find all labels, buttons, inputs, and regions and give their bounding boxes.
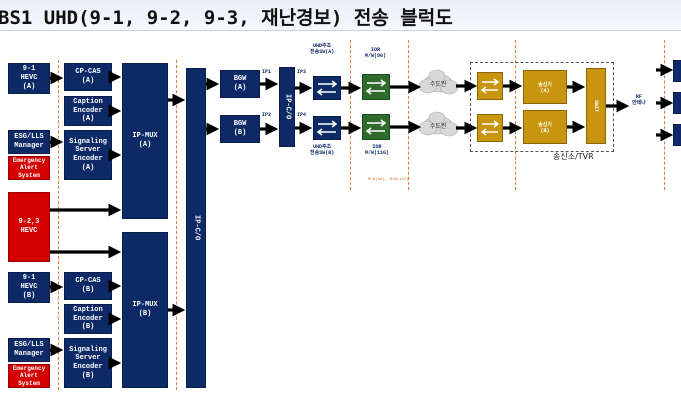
divider-4 (408, 40, 409, 190)
sw-a-label: UHD주조 전송SW(A) (310, 43, 335, 55)
rx-b-switch (477, 114, 503, 142)
bgw-b-block: BGW (B) (220, 115, 260, 143)
transmitter-a-block: 송신기 (A) (523, 70, 567, 104)
ipmux-b-block: IP-MUX (B) (122, 232, 168, 388)
divider-2 (176, 60, 177, 390)
right-edge-block-3 (673, 124, 681, 146)
ipco-left-block: IP-C/O (186, 68, 206, 388)
ior-b-label: IOR M/W(11G) (365, 144, 390, 156)
ip2-label: IP2 (262, 112, 272, 118)
cpcas-a-block: CP-CAS (A) (64, 63, 112, 91)
signaling-a-block: Signaling Server Encoder (A) (64, 130, 112, 180)
cloud-icon (418, 111, 459, 137)
signaling-b-block: Signaling Server Encoder (B) (64, 338, 112, 388)
ip4-label: IP4 (297, 112, 307, 118)
switch-arrows-icon (480, 78, 500, 94)
site-label: 송신소/TVR (553, 152, 594, 161)
ipco-right-label: IP-C/O (283, 94, 292, 120)
sw-b-block (313, 116, 341, 140)
divider-6 (664, 40, 665, 190)
combiner-block: SWIT (586, 68, 606, 144)
ior-a-label: IOR M/W(9G) (365, 47, 387, 59)
divider-5 (515, 40, 516, 190)
cloud-b-label: 수도권 (429, 122, 447, 130)
hevc-a-block: 9-1 HEVC (A) (8, 63, 50, 94)
eas-b-block: Emergency Alert System (8, 364, 50, 388)
switch-arrows-icon (365, 79, 387, 95)
esg-b-block: ESG/LLS Manager (8, 338, 50, 362)
caption-a-block: Caption Encoder (A) (64, 96, 112, 126)
ior-a-block (362, 74, 390, 100)
switch-arrows-icon (365, 119, 387, 135)
ip1-label: IP1 (262, 69, 272, 75)
switch-arrows-icon (316, 120, 338, 136)
rf-antenna-label: RF 안테나 (632, 94, 646, 106)
eas-a-block: Emergency Alert System (8, 156, 50, 180)
rx-a-switch (477, 72, 503, 100)
page-title: BS1 UHD(9-1, 9-2, 9-3, 재난경보) 전송 블럭도 (0, 7, 453, 29)
title-bar: BS1 UHD(9-1, 9-2, 9-3, 재난경보) 전송 블럭도 (0, 0, 681, 31)
divider-1 (58, 60, 59, 390)
hevc-b-block: 9-1 HEVC (B) (8, 272, 50, 303)
cloud-icon (418, 69, 459, 95)
ipmux-a-block: IP-MUX (A) (122, 63, 168, 219)
bgw-a-block: BGW (A) (220, 70, 260, 98)
right-edge-block-2 (673, 92, 681, 114)
ipco-left-label: IP-C/O (192, 215, 201, 241)
mw-note: M/W(9G), M/W(11G) (368, 178, 409, 182)
right-edge-block-1 (673, 60, 681, 82)
cpcas-b-block: CP-CAS (B) (64, 272, 112, 300)
combiner-label: SWIT (593, 99, 599, 112)
divider-3 (350, 40, 351, 190)
transmitter-b-block: 송신기 (B) (523, 110, 567, 144)
caption-b-block: Caption Encoder (B) (64, 304, 112, 334)
switch-arrows-icon (316, 80, 338, 96)
esg-a-block: ESG/LLS Manager (8, 130, 50, 154)
cloud-a-label: 수도권 (429, 80, 447, 88)
hevc-23-block: 9-2,3 HEVC (8, 192, 50, 262)
ipco-right-block: IP-C/O (279, 67, 295, 147)
ip3-label: IP3 (297, 69, 307, 75)
sw-b-label: UHD주조 전송SW(B) (310, 144, 335, 156)
switch-arrows-icon (480, 120, 500, 136)
sw-a-block (313, 76, 341, 100)
ior-b-block (362, 114, 390, 140)
